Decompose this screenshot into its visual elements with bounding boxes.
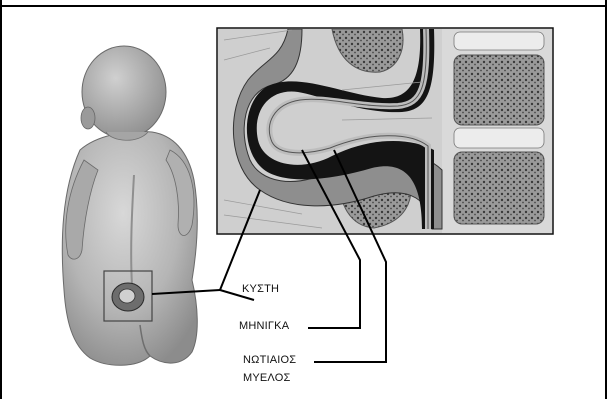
vertebra-body-2 <box>454 152 544 224</box>
baby-ear <box>81 107 95 129</box>
cyst-lesion-center <box>119 289 135 303</box>
label-spinal-cord-line1: ΝΩΤΙΑΙΟΣ <box>243 354 296 366</box>
vertebra-body-1 <box>454 55 544 125</box>
baby-figure <box>62 46 197 365</box>
label-meninges: ΜΗΝΙΓΚΑ <box>239 320 289 332</box>
spine-cross-section <box>217 28 553 234</box>
intervertebral-disc-1 <box>454 128 544 148</box>
intervertebral-disc-0 <box>454 32 544 50</box>
label-cyst: ΚΥΣΤΗ <box>242 283 279 295</box>
baby-head <box>82 46 166 138</box>
label-spinal-cord-line2: ΜΥΕΛΟΣ <box>243 372 291 384</box>
